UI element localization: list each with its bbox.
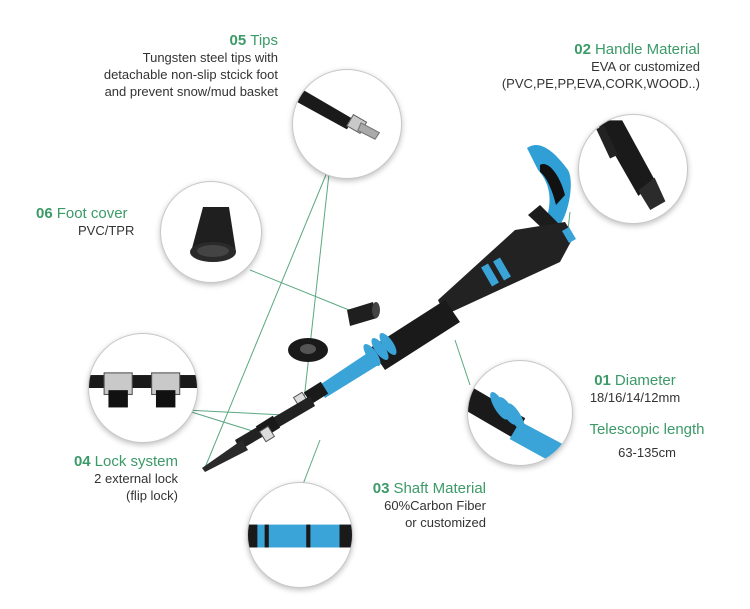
foot-cover-closeup (160, 181, 262, 283)
tips-line-2: detachable non-slip stcick foot (103, 67, 278, 82)
lock-line-2: (flip lock) (125, 488, 178, 503)
tips-line-1: Tungsten steel tips with (142, 50, 278, 65)
shaft-line-2: or customized (405, 515, 486, 530)
handle-closeup (578, 114, 688, 224)
handle-line-2: (PVC,PE,PP,EVA,CORK,WOOD..) (501, 76, 700, 91)
diameter-value: 18/16/14/12mm (589, 390, 681, 405)
trekking-pole (202, 144, 576, 472)
telescopic-title: Telescopic length (589, 421, 705, 438)
foot-cover-part (347, 302, 380, 326)
foam-grip-closeup (467, 360, 573, 466)
foot-cover-line-1: PVC/TPR (78, 223, 135, 238)
shaft-line-1: 60%Carbon Fiber (384, 498, 486, 513)
handle-line-1: EVA or customized (591, 59, 700, 74)
tungsten-tip-closeup (292, 69, 402, 179)
telescopic-value: 63-135cm (618, 445, 676, 460)
shaft-closeup (247, 482, 353, 588)
flip-lock-closeup (88, 333, 198, 443)
telescopic-callout: Telescopic length 63-135cm (574, 421, 720, 461)
tips-line-3: and prevent snow/mud basket (104, 84, 278, 99)
snow-basket (288, 338, 328, 362)
lock-line-1: 2 external lock (94, 471, 178, 486)
